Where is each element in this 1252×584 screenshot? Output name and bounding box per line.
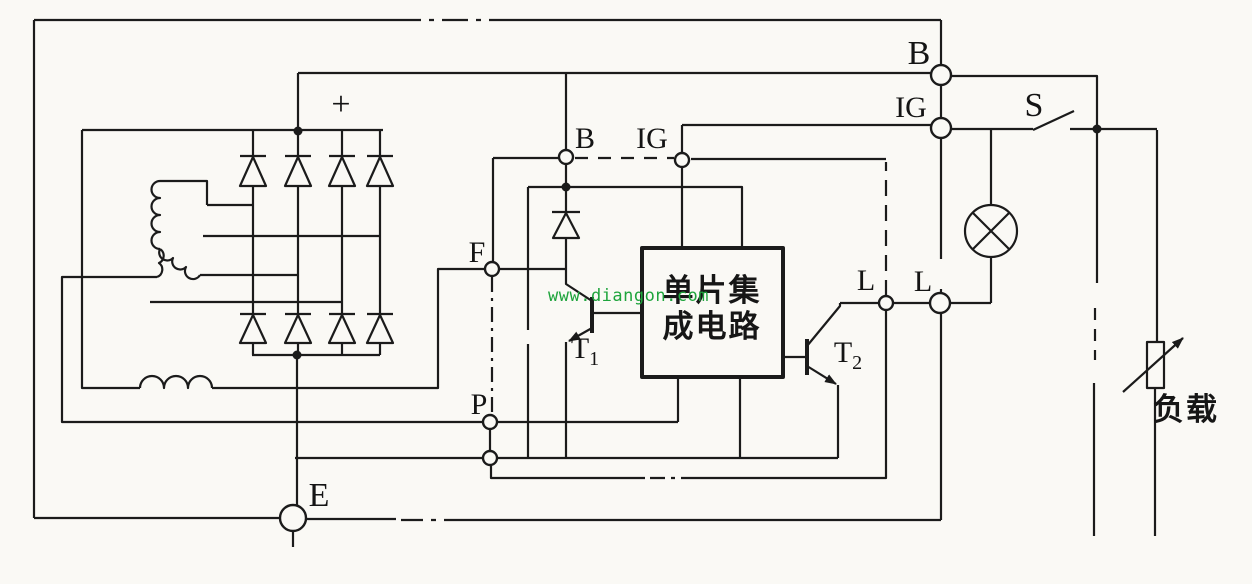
load-arrow (1122, 337, 1184, 393)
label-b-inner: B (575, 122, 595, 155)
terminal-e-outer (278, 503, 308, 533)
label-ig-inner: IG (636, 122, 668, 155)
ic-text-line1: 单片集 (663, 273, 762, 309)
ic-block: 单片集 成电路 (640, 246, 785, 458)
regulator-bottom-solid2 (695, 310, 888, 480)
regulator-internals: 单片集 成电路 (295, 73, 931, 460)
label-ig-outer: IG (895, 91, 927, 124)
terminals (278, 63, 953, 533)
label-e: E (309, 477, 330, 514)
terminal-f (483, 260, 501, 278)
indicator-lamp (963, 129, 1019, 303)
terminal-ig-inner (673, 151, 691, 169)
t1-collector (499, 267, 593, 302)
ic-text-line2: 成电路 (663, 309, 762, 345)
stator-coil-arm-right (158, 248, 201, 281)
field-winding (80, 130, 485, 390)
label-t1: T1 (571, 332, 599, 370)
t1-emitter (568, 327, 593, 342)
capacitor (526, 187, 530, 458)
watermark-text: www.diangon.com (548, 286, 709, 306)
rectifier-diode (238, 154, 395, 188)
lamp-cross (972, 212, 1010, 250)
load-resistor (1122, 130, 1184, 536)
plus-label: + (331, 86, 350, 123)
junction-dot-rectifier-plus (293, 126, 303, 136)
transistor-t1 (499, 267, 642, 458)
battery (1092, 129, 1099, 536)
label-p: P (471, 388, 488, 421)
stator-coil-top-hook (160, 179, 209, 205)
field-coil (138, 374, 214, 390)
rectifier-bridge: + (82, 86, 395, 360)
label-l-outer: L (914, 265, 932, 298)
label-b-outer: B (908, 35, 931, 72)
terminal-l-outer (928, 291, 952, 315)
flyback-diode (551, 187, 581, 269)
field-wire-right (212, 267, 485, 390)
terminal-b-outer (929, 63, 953, 87)
label-f: F (469, 236, 486, 269)
switch-blade (1032, 110, 1075, 131)
stator-winding (60, 179, 483, 424)
ic-supply-wire (528, 185, 744, 248)
rectifier-diode (238, 312, 395, 345)
transistor-t2 (783, 303, 842, 458)
switch-s (1032, 110, 1157, 134)
stator-coil-vertical (150, 179, 162, 251)
b-to-battery-wire (951, 74, 1099, 125)
neutral-tap-wire (60, 275, 483, 424)
regulator-boundary (488, 156, 888, 480)
label-switch-s: S (1025, 87, 1044, 124)
label-load: 负载 (1153, 392, 1219, 428)
ic-box (640, 246, 785, 379)
stator-coil-arm-left (156, 248, 165, 279)
labels: B IG B IG S F P E L L T1 T2 负载 www.diang… (309, 35, 1219, 514)
label-l-inner: L (857, 264, 875, 297)
terminal-ig-outer (929, 116, 953, 140)
t2-emitter (806, 365, 837, 385)
regulator-bottom-solid1 (489, 465, 645, 480)
e-terminal-ground (291, 531, 295, 547)
terminal-e-inner (481, 449, 499, 467)
alternator-housing-border (32, 18, 943, 522)
load-body (1145, 340, 1166, 390)
label-t2: T2 (834, 336, 862, 374)
terminal-b-inner (557, 148, 575, 166)
terminal-l-inner (877, 294, 895, 312)
external-circuit (893, 74, 1184, 536)
field-wire-left (80, 130, 140, 390)
terminal-p (481, 413, 499, 431)
